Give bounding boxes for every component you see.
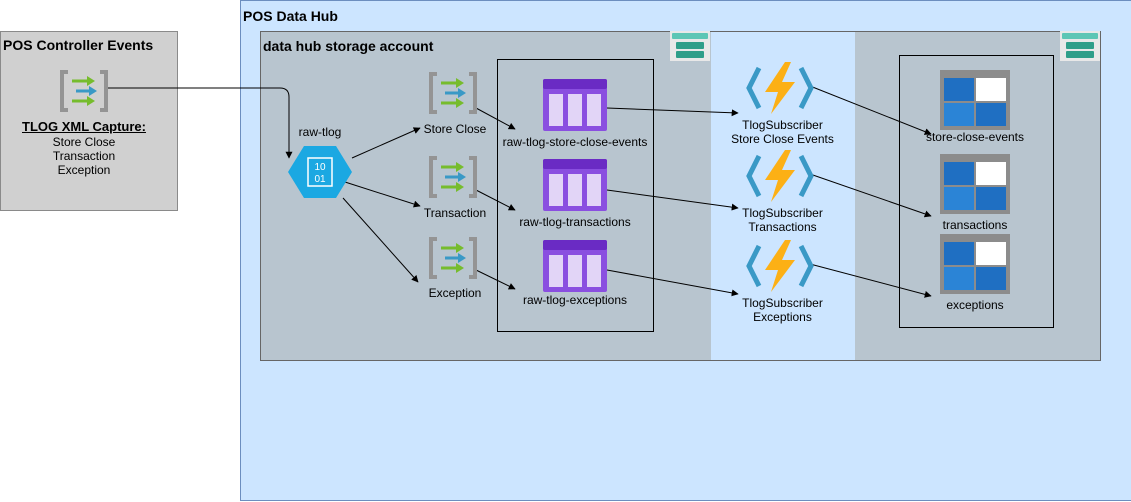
capture-item-exception: Exception [57,163,111,177]
arrow-eventhub-to-exception [342,197,419,283]
arrow-queue-to-function-1 [606,107,739,117]
arrow-function-to-table-3 [809,263,932,298]
route-label-store-close: Store Close [423,122,487,136]
controller-events-box [0,31,178,211]
tables-group-box [899,55,1054,328]
pos-data-hub-title: POS Data Hub [243,8,338,24]
route-label-exception: Exception [428,286,482,300]
route-icon-exception [429,237,477,279]
capture-item-store-close: Store Close [52,135,116,149]
queue-label-transactions: raw-tlog-transactions [519,215,631,229]
queue-label-store-close-events: raw-tlog-store-close-events [502,135,648,149]
function-icon-exceptions [745,238,815,294]
table-icon-transactions [940,154,1010,214]
storage-account-region-border [710,31,855,361]
arrow-function-to-table-1 [809,85,932,135]
queues-group-box [497,59,654,332]
controller-events-title: POS Controller Events [3,37,154,53]
arrow-exception-to-queue [475,269,516,290]
arrow-eventhub-to-transaction [344,181,421,208]
capture-title: TLOG XML Capture: [22,119,146,134]
arrow-storeclose-to-queue [475,107,516,130]
event-grid-capture-icon [60,70,108,112]
queue-label-exceptions: raw-tlog-exceptions [522,293,628,307]
event-hub-icon: 10 01 [288,146,352,198]
arrow-queue-to-function-3 [606,269,739,297]
table-label-store-close-events: store-close-events [925,130,1025,144]
arrow-eventhub-to-storeclose [351,127,421,159]
function-icon-transactions [745,148,815,204]
storage-account-icon [670,31,710,61]
table-icon-store-close-events [940,70,1010,130]
arrow-transaction-to-queue [475,189,516,211]
arrow-function-to-table-2 [809,173,932,218]
queue-icon-transactions [543,159,607,211]
capture-item-transaction: Transaction [52,149,116,163]
table-icon-exceptions [940,234,1010,294]
function-icon-store-close-events [745,60,815,116]
function-label-transactions-2: Transactions [748,220,817,234]
event-hub-label: raw-tlog [298,125,342,139]
route-icon-transaction [429,156,477,198]
storage-account-icon-2 [1060,31,1100,61]
route-icon-store-close [429,72,477,114]
function-label-exceptions-1: TlogSubscriber [742,296,823,310]
queue-icon-store-close-events [543,79,607,131]
table-label-exceptions: exceptions [946,298,1004,312]
function-label-exceptions-2: Exceptions [753,310,812,324]
route-label-transaction: Transaction [423,206,487,220]
table-label-transactions: transactions [942,218,1008,232]
arrow-controller-to-eventhub [108,87,293,159]
storage-account-title: data hub storage account [263,38,434,54]
queue-icon-exceptions [543,240,607,292]
function-label-transactions-1: TlogSubscriber [742,206,823,220]
svg-text:01: 01 [314,174,326,185]
arrow-queue-to-function-2 [606,189,739,211]
svg-text:10: 10 [314,162,326,173]
function-label-store-close-events-1: TlogSubscriber [742,118,823,132]
function-label-store-close-events-2: Store Close Events [731,132,834,146]
